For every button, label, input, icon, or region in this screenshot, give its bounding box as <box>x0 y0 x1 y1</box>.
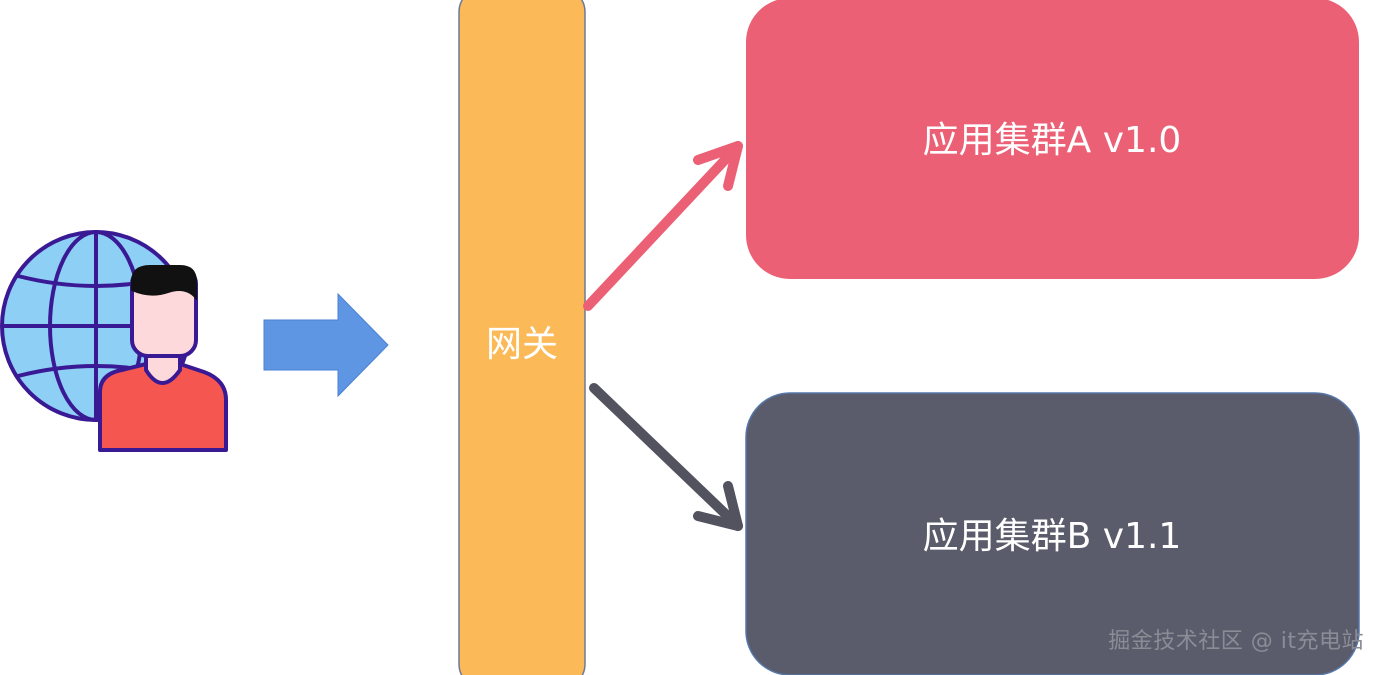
gateway-to-a-arrow <box>583 141 743 311</box>
gateway-node[interactable] <box>458 0 586 675</box>
user-to-gateway-arrow <box>263 292 389 398</box>
cluster-a-label: 应用集群A v1.0 <box>923 120 1182 161</box>
cluster-b-label: 应用集群B v1.1 <box>923 516 1182 557</box>
person-icon <box>98 265 228 452</box>
cluster-b-node[interactable] <box>745 392 1360 675</box>
cluster-a-node[interactable] <box>746 0 1359 279</box>
gateway-label: 网关 <box>486 324 558 365</box>
gateway-to-b-arrow <box>589 383 743 531</box>
global-user-icon <box>0 230 228 452</box>
watermark-text: 掘金技术社区 @ it充电站 <box>1108 629 1364 654</box>
